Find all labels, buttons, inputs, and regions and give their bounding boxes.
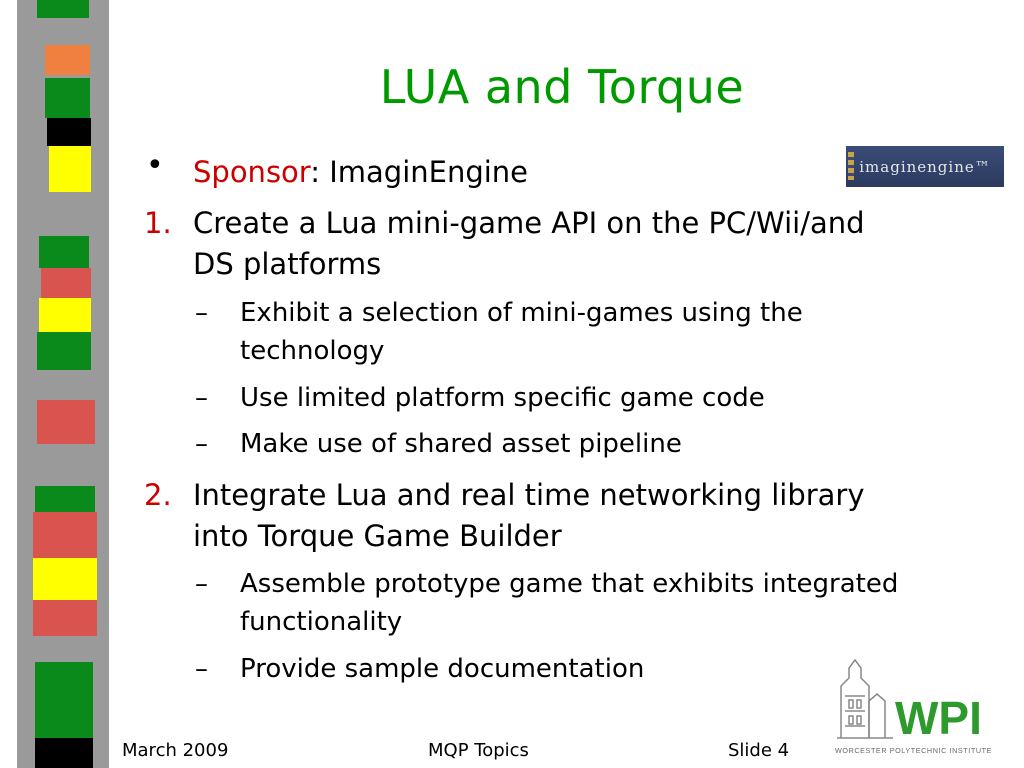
sub-item: Make use of shared asset pipeline [240,429,682,459]
stripe-block [45,45,90,75]
slide-title: LUA and Torque [379,60,745,114]
sub-item: Provide sample documentation [240,654,645,684]
bullet-icon: • [146,148,164,183]
sub-item: Assemble prototype game that exhibits in… [240,565,1000,641]
sub-item: Exhibit a selection of mini-games using … [240,294,1000,370]
list-marker: 1. [144,206,172,240]
sub-item-line: functionality [240,607,403,637]
stripe-block [33,558,97,600]
wpi-logo: WPI WORCESTER POLYTECHNIC INSTITUTE [835,658,992,755]
stripe-block [47,118,91,146]
stripe-block [37,400,95,444]
footer-center: MQP Topics [428,740,529,761]
sponsor-value: ImaginEngine [329,155,529,189]
stripe-block [35,738,93,768]
sub-item: Use limited platform specific game code [240,383,765,413]
dash-icon: – [195,429,208,459]
stripe-block [45,78,90,118]
dash-icon: – [195,654,208,684]
list-item-line: Integrate Lua and real time networking l… [193,478,865,512]
sponsor-label: Sponsor [193,155,311,189]
stripe-block [41,268,91,298]
list-item: Integrate Lua and real time networking l… [193,475,983,557]
stripe-block [35,662,93,738]
sponsor-separator: : [310,155,330,189]
wpi-logo-subtext: WORCESTER POLYTECHNIC INSTITUTE [835,746,992,755]
wpi-logo-letters: WPI [895,692,982,744]
stripe-block [39,236,89,268]
dash-icon: – [195,298,208,328]
imaginengine-logo-text: imaginengine™ [859,157,991,176]
sub-item-line: technology [240,336,385,366]
list-marker: 2. [144,478,172,512]
stripe-block [33,600,97,636]
imaginengine-logo: imaginengine™ [846,146,1004,187]
dash-icon: – [195,569,208,599]
stripe-block [35,486,95,512]
stripe-block [37,332,91,370]
stripe-block [39,298,91,332]
sub-item-line: Exhibit a selection of mini-games using … [240,298,803,328]
sponsor-line: Sponsor: ImaginEngine [193,152,983,193]
stripe-block [33,512,97,558]
footer-date: March 2009 [122,740,229,761]
list-item-line: into Torque Game Builder [193,519,562,553]
stripe-block [37,0,89,18]
logo-mark-icon [848,152,854,180]
list-item-line: DS platforms [193,247,382,281]
sub-item-line: Assemble prototype game that exhibits in… [240,569,899,599]
list-item-line: Create a Lua mini-game API on the PC/Wii… [193,206,865,240]
decorative-stripe [17,0,109,768]
stripe-block [49,146,91,192]
list-item: Create a Lua mini-game API on the PC/Wii… [193,203,983,285]
footer-slide-number: Slide 4 [728,740,790,761]
dash-icon: – [195,383,208,413]
